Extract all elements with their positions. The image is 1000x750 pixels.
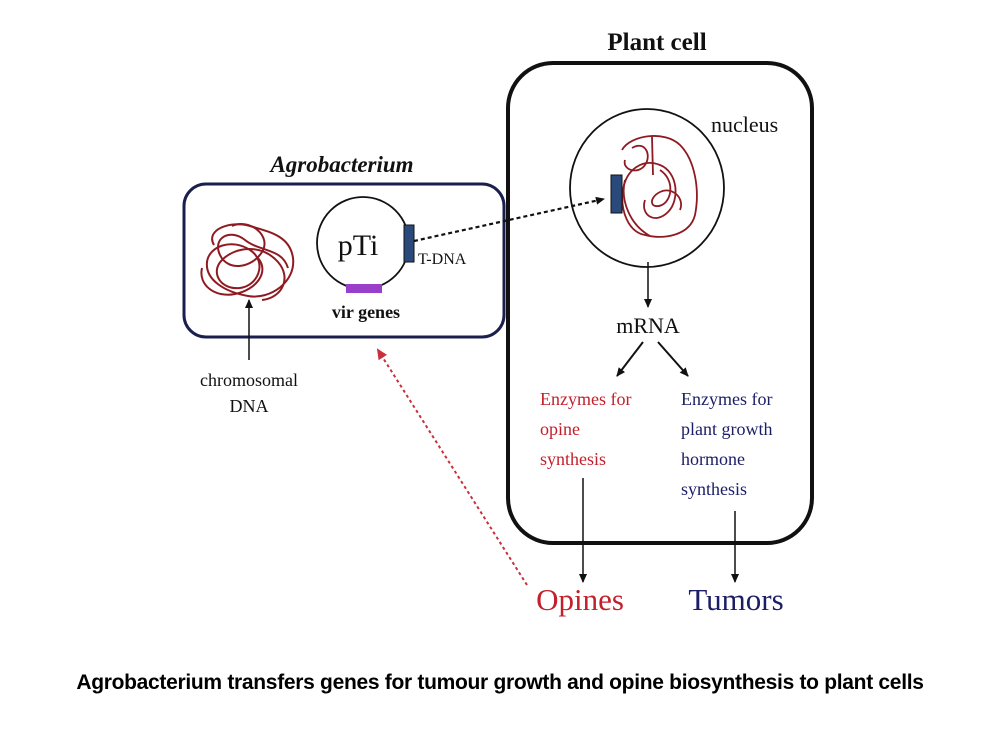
agrobacterium-title: Agrobacterium: [268, 152, 413, 177]
opine-enzymes-line-3: synthesis: [540, 449, 606, 469]
mrna-label: mRNA: [616, 313, 680, 338]
hormone-enzymes-line-4: synthesis: [681, 479, 747, 499]
plant-dna-tangle: [621, 135, 698, 238]
chromosomal-label: chromosomal: [200, 370, 298, 390]
nucleus: [569, 108, 725, 268]
dna-label: DNA: [230, 396, 269, 416]
opine-enzymes-line-2: opine: [540, 419, 580, 439]
opine-enzymes-line-1: Enzymes for: [540, 389, 631, 409]
chromosomal-dna-tangle: [200, 223, 295, 301]
plant-cell-wall: [506, 61, 814, 545]
mrna-to-hormone-arrow: [657, 341, 689, 377]
opine-enzymes-text: Enzymes for opine synthesis: [540, 389, 631, 469]
hormone-enzymes-line-2: plant growth: [681, 419, 773, 439]
hormone-enzymes-line-3: hormone: [681, 449, 745, 469]
agrobacterium-cell-box: [182, 182, 506, 339]
figure-caption: Agrobacterium transfers genes for tumour…: [76, 671, 924, 694]
vir-genes-label: vir genes: [332, 302, 400, 322]
hormone-enzymes-line-1: Enzymes for: [681, 389, 772, 409]
hormone-enzymes-text: Enzymes for plant growth hormone synthes…: [681, 389, 773, 499]
tdna-segment: [403, 224, 415, 263]
nucleus-label: nucleus: [711, 112, 778, 137]
tdna-label: T-DNA: [418, 251, 467, 268]
vir-genes-bar: [346, 284, 382, 293]
opine-feedback-arrow: [376, 348, 528, 586]
pti-label: pTi: [338, 229, 379, 262]
integrated-tdna: [610, 174, 623, 214]
opines-label: Opines: [536, 582, 624, 617]
plant-cell-title: Plant cell: [607, 29, 706, 56]
mrna-to-opine-arrow: [616, 341, 644, 377]
tumors-label: Tumors: [688, 582, 783, 617]
